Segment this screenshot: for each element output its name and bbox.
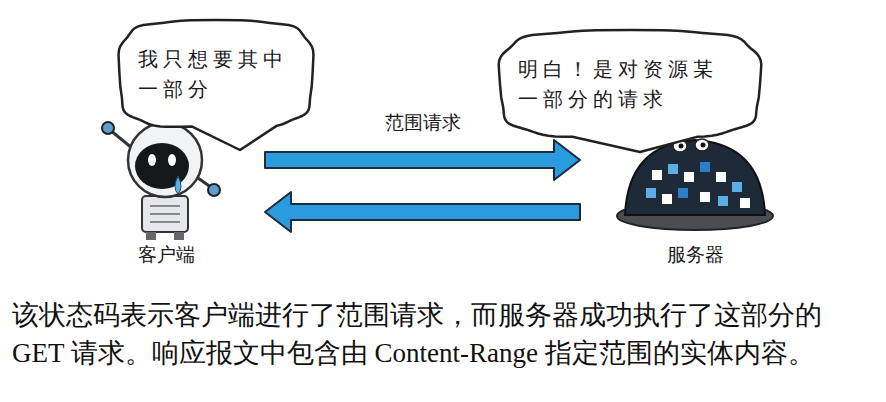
bubble-text: 明白！是对资源某一部分的请求 bbox=[518, 54, 742, 114]
arrow-connector bbox=[265, 192, 580, 232]
edge-label: 范围请求 bbox=[382, 110, 464, 136]
arrow-connector bbox=[265, 140, 580, 180]
server-node: 服务器 bbox=[620, 130, 770, 268]
speech-bubble-outline bbox=[498, 30, 762, 138]
caption: 该状态码表示客户端进行了范围请求，而服务器成功执行了这部分的 GET 请求。响应… bbox=[12, 296, 878, 372]
speech-bubble-outline bbox=[118, 20, 314, 128]
client-robot bbox=[102, 122, 220, 240]
speech-bubble: 我只想要其中一部分 bbox=[118, 20, 314, 128]
speech-bubble: 明白！是对资源某一部分的请求 bbox=[498, 30, 762, 138]
client-node: 客户端 bbox=[108, 110, 225, 268]
bubble-text: 我只想要其中一部分 bbox=[138, 44, 294, 104]
node-label: 客户端 bbox=[108, 242, 225, 268]
node-label: 服务器 bbox=[620, 242, 770, 268]
